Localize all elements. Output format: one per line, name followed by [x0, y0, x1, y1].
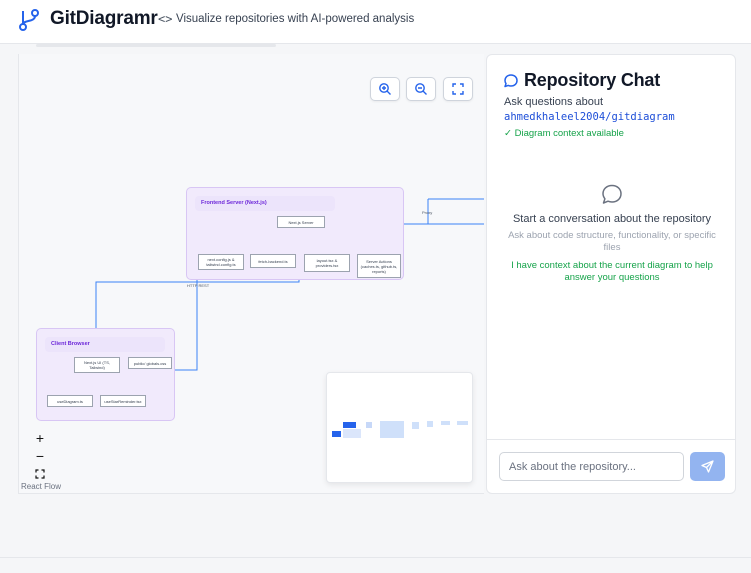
fit-view-icon — [35, 469, 45, 479]
frontend-server-group[interactable]: Frontend Server (Next.js) Next.js Server… — [186, 187, 404, 280]
repository-chat-panel: Repository Chat Ask questions about ahme… — [486, 54, 736, 494]
empty-state-title: Start a conversation about the repositor… — [512, 213, 712, 225]
empty-state-hint: Ask about code structure, functionality,… — [508, 230, 716, 253]
edge-label-http-rest: HTTP REST — [187, 283, 210, 288]
minimap-node — [343, 429, 361, 438]
app-tagline: Visualize repositories with AI-powered a… — [176, 13, 415, 25]
chat-bubble-icon — [504, 74, 518, 88]
fullscreen-button[interactable] — [443, 77, 473, 101]
send-button[interactable] — [690, 452, 725, 481]
main-area: Proxy HTTP REST Frontend Server (Next.js… — [18, 44, 736, 494]
code-icon: <> — [158, 12, 173, 26]
diagram-node[interactable]: Next.js UI (TS, Tailwind) — [74, 357, 120, 373]
zoom-in-button[interactable] — [370, 77, 400, 101]
diagram-node[interactable]: Server Actions (caches.ts, github.ts, re… — [357, 254, 401, 278]
minimap-node — [332, 431, 341, 437]
minimap-node — [427, 421, 433, 427]
group-title: Client Browser — [45, 337, 165, 352]
minimap-node — [343, 422, 356, 428]
zoom-in-icon — [379, 83, 391, 95]
diagram-node[interactable]: public/ globals.css — [128, 357, 172, 369]
diagram-node[interactable]: fetch-backend.ts — [250, 254, 296, 268]
diagram-node[interactable]: useDiagram.ts — [47, 395, 93, 407]
flow-controls: + − — [31, 429, 49, 483]
minimap-node — [380, 421, 404, 438]
empty-state-context: I have context about the current diagram… — [511, 260, 713, 283]
minimap-node — [441, 421, 450, 425]
edge-label-proxy: Proxy — [422, 210, 433, 215]
minimap-node — [366, 422, 372, 428]
app-title[interactable]: GitDiagramr — [50, 8, 158, 29]
chat-input[interactable] — [499, 452, 684, 481]
flow-zoom-out-button[interactable]: − — [35, 448, 45, 464]
diagram-node[interactable]: next.config.js & tailwind.config.ts — [198, 254, 244, 270]
diagram-node[interactable]: useStarReminder.tsx — [100, 395, 146, 407]
app-header: GitDiagramr <> Visualize repositories wi… — [0, 0, 751, 44]
chat-divider — [487, 439, 735, 440]
diagram-context-status: ✓ Diagram context available — [504, 128, 624, 139]
diagram-canvas[interactable]: Proxy HTTP REST Frontend Server (Next.js… — [18, 54, 484, 494]
send-icon — [701, 460, 714, 473]
empty-chat-icon — [602, 184, 622, 204]
canvas-top-strip — [36, 44, 276, 47]
repo-name: ahmedkhaleel2004/gitdiagram — [504, 111, 675, 123]
react-flow-attribution[interactable]: React Flow — [21, 482, 62, 491]
chat-ask-label: Ask questions about — [504, 96, 604, 108]
client-browser-group[interactable]: Client Browser Next.js UI (TS, Tailwind)… — [36, 328, 175, 421]
diagram-node[interactable]: Next.js Server — [277, 216, 325, 228]
group-title: Frontend Server (Next.js) — [195, 196, 335, 211]
diagram-node[interactable]: layout.tsx & providers.tsx — [304, 254, 350, 272]
zoom-out-icon — [415, 83, 427, 95]
fullscreen-icon — [452, 83, 464, 95]
footer-divider — [0, 557, 751, 558]
git-branch-logo-icon[interactable] — [18, 8, 40, 32]
flow-zoom-in-button[interactable]: + — [35, 430, 45, 446]
minimap-node — [457, 421, 468, 425]
minimap-node — [412, 422, 419, 429]
flow-fit-view-button[interactable] — [31, 465, 49, 483]
zoom-out-button[interactable] — [406, 77, 436, 101]
minimap[interactable] — [326, 372, 473, 483]
chat-title: Repository Chat — [524, 70, 661, 90]
